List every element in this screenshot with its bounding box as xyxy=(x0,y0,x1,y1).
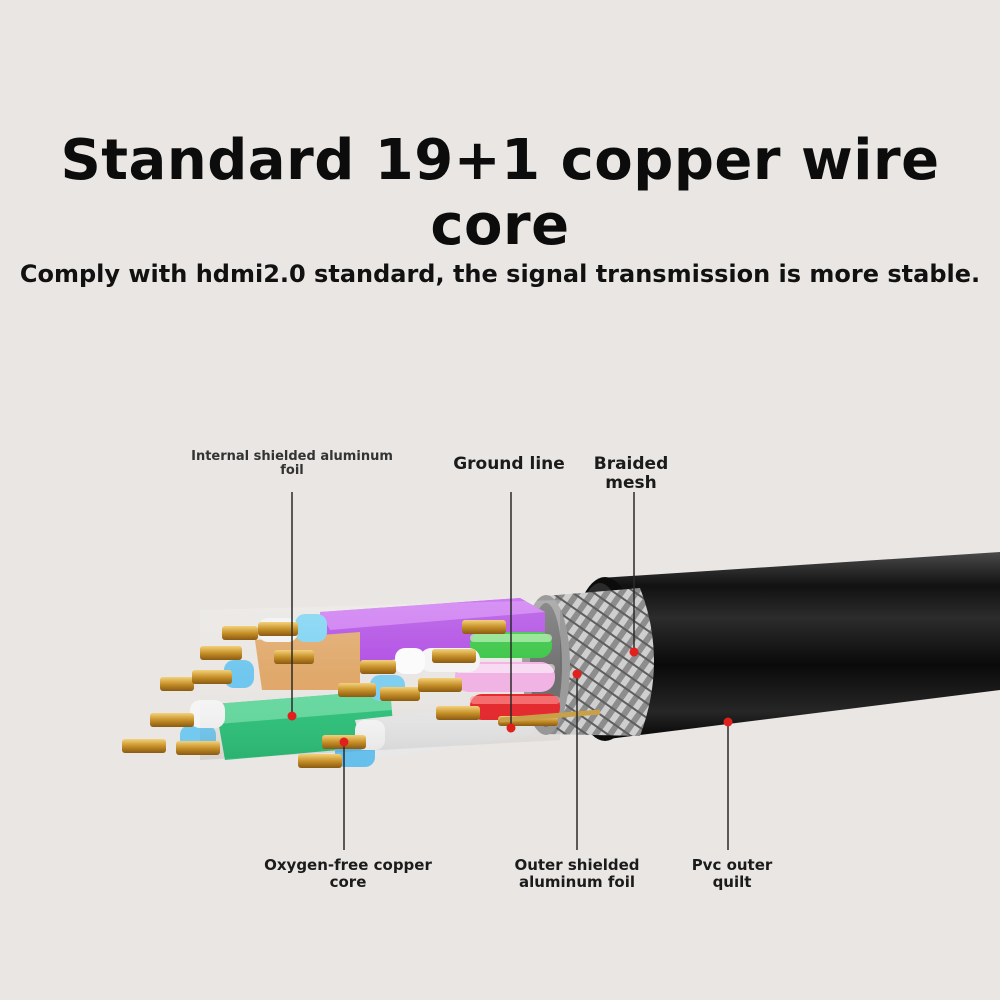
label-pvc-line2: quilt xyxy=(712,872,752,891)
label-internal-foil-line2: foil xyxy=(280,463,304,479)
copper-cores xyxy=(122,620,558,768)
marker-pvc xyxy=(723,717,733,727)
label-ground-line: Ground line xyxy=(453,454,565,474)
label-internal-foil-line1: Internal shielded aluminum xyxy=(191,449,393,464)
label-copper-core-line2: core xyxy=(329,872,367,891)
label-outer-foil-line2: aluminum foil xyxy=(518,872,636,891)
marker-internal-foil xyxy=(287,711,297,721)
marker-outer-foil xyxy=(572,669,582,679)
label-outer-foil: Outer shielded aluminum foil xyxy=(505,857,649,890)
label-outer-foil-line1: Outer shielded xyxy=(514,856,640,874)
label-copper-core: Oxygen-free copper core xyxy=(262,857,434,890)
label-pvc-line1: Pvc outer xyxy=(691,856,773,874)
marker-ground-line xyxy=(506,723,516,733)
page-subtitle: Comply with hdmi2.0 standard, the signal… xyxy=(19,260,981,288)
label-internal-foil: Internal shielded aluminum foil xyxy=(182,449,402,479)
label-pvc: Pvc outer quilt xyxy=(682,857,782,890)
label-braided-mesh: Braided mesh xyxy=(593,454,669,493)
marker-braided-mesh xyxy=(629,647,639,657)
callout-lines xyxy=(291,492,729,850)
callout-markers xyxy=(287,647,733,747)
page-title: Standard 19+1 copper wire core xyxy=(60,128,940,258)
ground-wire xyxy=(499,709,601,723)
marker-copper-core xyxy=(339,737,349,747)
label-copper-core-line1: Oxygen-free copper xyxy=(264,856,432,874)
